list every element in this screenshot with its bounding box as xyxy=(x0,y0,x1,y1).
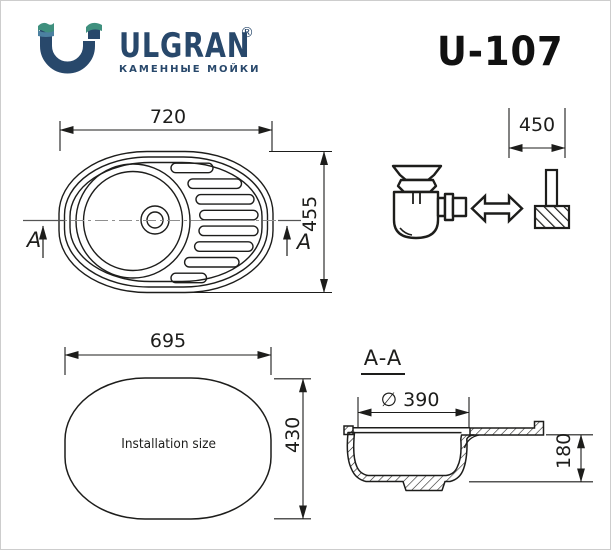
dimension-450 xyxy=(508,108,566,158)
section-profile xyxy=(343,420,545,492)
ulgran-logo-icon xyxy=(38,22,102,74)
section-marker-right: A xyxy=(296,230,312,254)
install-caption: Installation size xyxy=(121,436,217,452)
dimension-430 xyxy=(274,378,311,520)
brand-tagline: КАМЕННЫЕ МОЙКИ xyxy=(119,64,261,75)
top-height-label: 455 xyxy=(299,195,321,232)
dimension-455 xyxy=(156,150,332,294)
swap-arrow-icon xyxy=(470,193,524,224)
model-number: U-107 xyxy=(437,29,564,75)
dimension-695 xyxy=(64,347,272,375)
installation-cutout xyxy=(64,377,272,520)
install-height-label: 430 xyxy=(282,416,304,453)
dimension-390 xyxy=(357,397,470,427)
section-title: A-A xyxy=(308,346,458,375)
dimension-180 xyxy=(469,434,593,483)
install-width-label: 695 xyxy=(149,330,187,352)
cabinet-width-label: 450 xyxy=(518,114,556,136)
drain-fitting-icon xyxy=(533,168,571,230)
registered-trademark: ® xyxy=(240,25,254,41)
section-centerline xyxy=(23,219,303,258)
bowl-diameter-label: ∅ 390 xyxy=(380,389,440,411)
top-view-sink xyxy=(58,150,274,294)
bowl-depth-label: 180 xyxy=(553,432,575,469)
drainer-ribs xyxy=(170,162,259,284)
dimension-720 xyxy=(59,121,273,151)
siphon-icon xyxy=(391,164,468,240)
section-marker-left: A xyxy=(26,228,42,252)
top-width-label: 720 xyxy=(149,106,187,128)
brand-wordmark: ULGRAN xyxy=(119,26,251,66)
